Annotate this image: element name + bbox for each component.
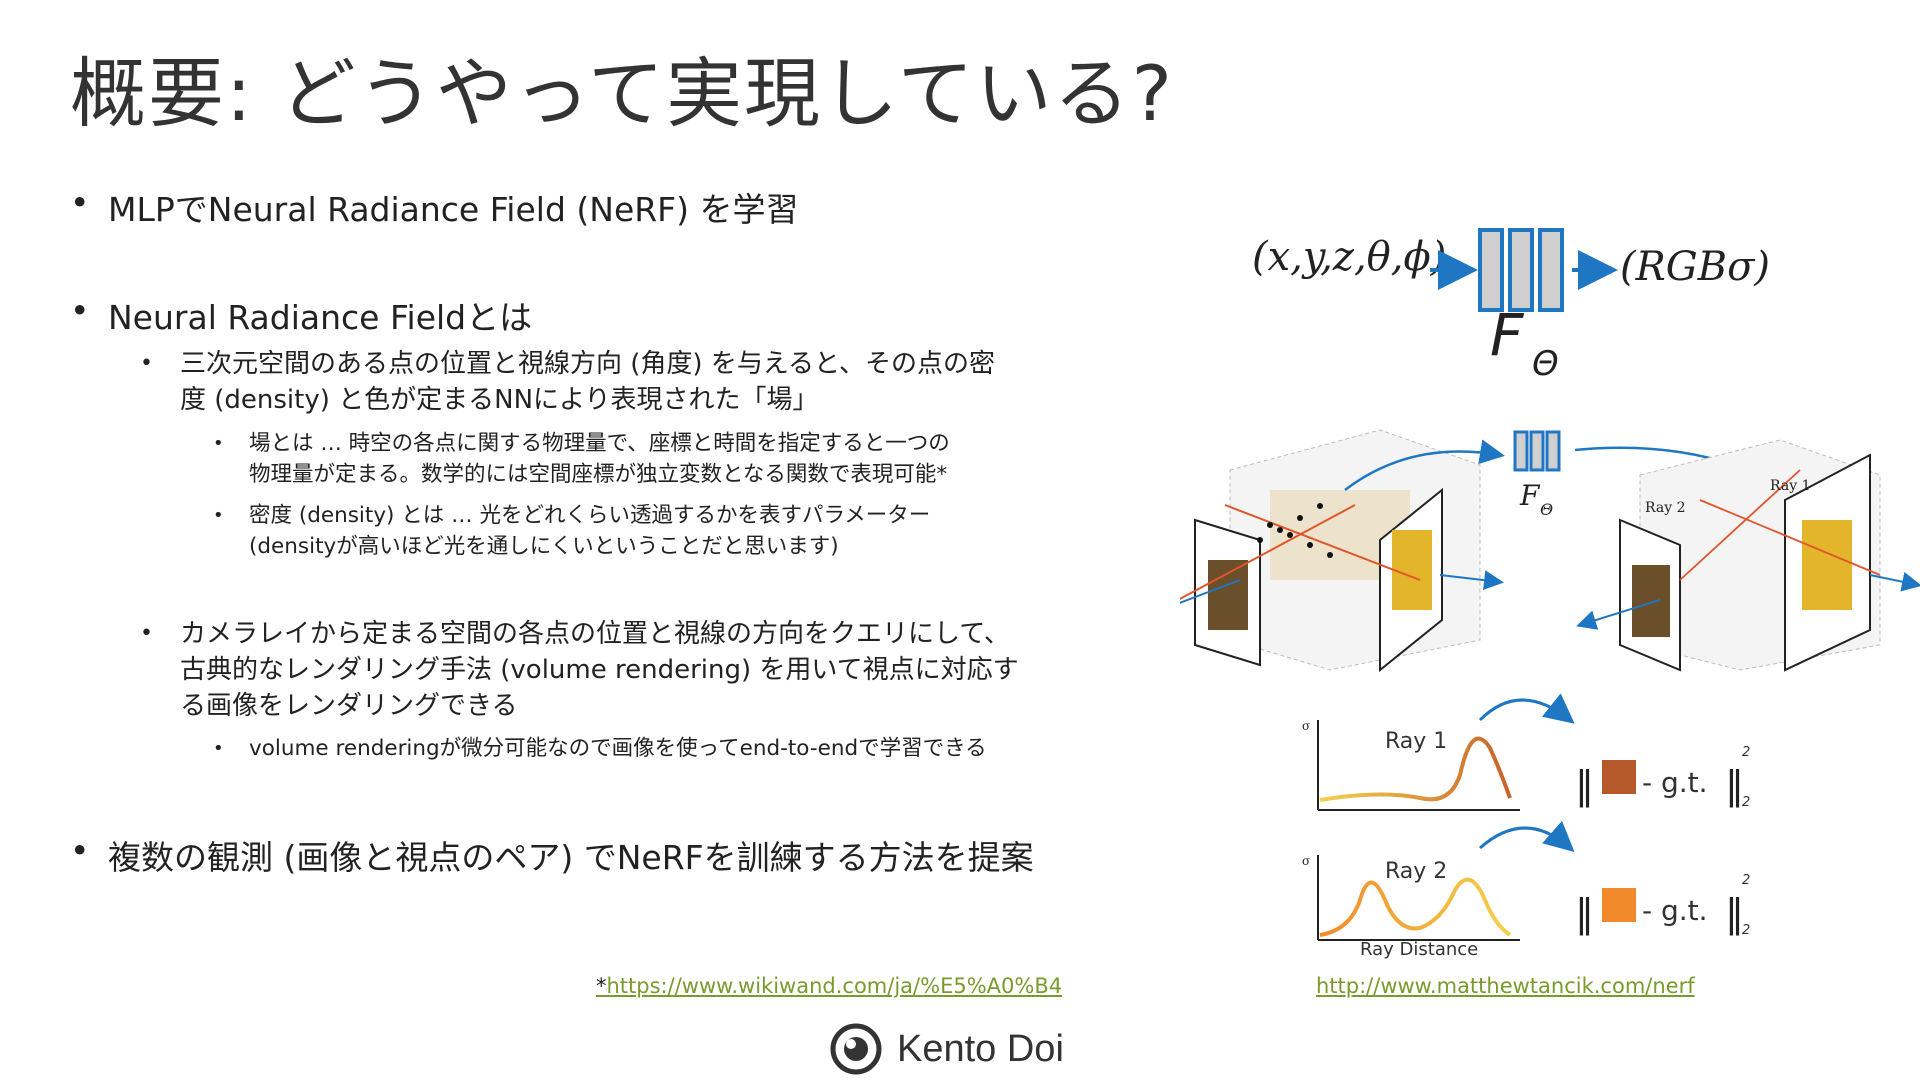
- net-sub-label: Θ: [1532, 344, 1559, 384]
- ray1-plot: σ Ray 1 ‖ - g.t. ‖ 2 2: [1302, 693, 1750, 811]
- small-net-label: F: [1519, 479, 1541, 512]
- output-label: (RGBσ): [1620, 244, 1770, 290]
- nerf-link[interactable]: http://www.matthewtancik.com/nerf: [1316, 974, 1695, 998]
- bullet-mlp-nerf: MLPでNeural Radiance Field (NeRF) を学習: [70, 183, 799, 231]
- ray1-gt: - g.t.: [1642, 766, 1708, 799]
- author-name: Kento Doi: [897, 1027, 1064, 1070]
- bullet-volume-rendering: カメラレイから定まる空間の各点の位置と視線の方向をクエリにして、古典的なレンダリ…: [140, 616, 1200, 724]
- eye-logo-icon: [830, 1023, 882, 1075]
- ray1-color-swatch: [1602, 760, 1636, 794]
- ray2-plot: σ Ray 2 ‖ - g.t. ‖ 2 2 Ray Distance: [1302, 820, 1750, 960]
- ray2-color-swatch: [1602, 888, 1636, 922]
- ray1-norm-right: ‖: [1725, 763, 1744, 808]
- ray2-sigma: σ: [1302, 854, 1310, 868]
- bullet-nerf-definition: Neural Radiance Fieldとは: [70, 291, 532, 339]
- scene-illustration: F Θ Ray 1 Ray 2: [1180, 429, 1920, 673]
- bullet-proposal: 複数の観測 (画像と視点のペア) でNeRFを訓練する方法を提案: [70, 831, 1034, 879]
- ray2-sub: 2: [1742, 923, 1750, 938]
- ray1-sigma: σ: [1302, 719, 1310, 733]
- mlp-network-icon: [1478, 228, 1564, 312]
- ray1-sup: 2: [1742, 745, 1750, 760]
- ray2-norm-right: ‖: [1725, 891, 1744, 936]
- ray2-norm-left: ‖: [1575, 891, 1594, 936]
- bullet-density-meaning: 密度 (density) とは … 光をどれくらい透過するかを表すパラメーター(…: [213, 500, 1213, 562]
- bullet-differentiable: volume renderingが微分可能なので画像を使ってend-to-end…: [213, 733, 1213, 764]
- bullet-field-meaning: 場とは … 時空の各点に関する物理量で、座標と時間を指定すると一つの物理量が定ま…: [213, 428, 1213, 490]
- net-label: F: [1490, 301, 1525, 369]
- ray1-label: Ray 1: [1385, 729, 1447, 754]
- ray-distance-label: Ray Distance: [1360, 939, 1478, 960]
- page-title: 概要: どうやって実現している?: [70, 49, 1175, 138]
- scene-ray2-label: Ray 2: [1645, 500, 1685, 516]
- ray1-norm-left: ‖: [1575, 763, 1594, 808]
- ray1-sub: 2: [1742, 795, 1750, 810]
- author-logo: Kento Doi: [829, 1022, 1064, 1076]
- footnote-star: *: [596, 974, 607, 998]
- nerf-figure: (x,y,z,θ,ϕ) (RGBσ) F Θ F Θ: [1180, 228, 1920, 960]
- small-net-sub: Θ: [1540, 500, 1553, 519]
- wiki-footnote: *https://www.wikiwand.com/ja/%E5%A0%B4: [596, 974, 1062, 998]
- wiki-link[interactable]: https://www.wikiwand.com/ja/%E5%A0%B4: [606, 974, 1063, 998]
- scene-ray1-label: Ray 1: [1770, 478, 1810, 494]
- ray2-gt: - g.t.: [1642, 894, 1708, 927]
- ray2-sup: 2: [1742, 873, 1750, 888]
- input-label: (x,y,z,θ,ϕ): [1252, 234, 1446, 280]
- ray2-label: Ray 2: [1385, 859, 1447, 884]
